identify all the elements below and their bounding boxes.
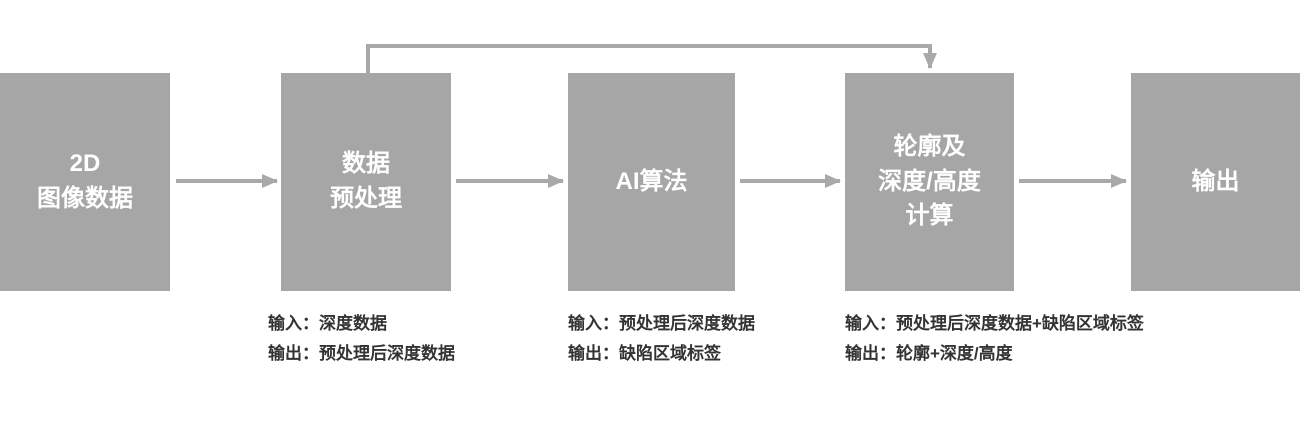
feedback-arrow [366, 44, 937, 73]
annotation-output-line: 输出：轮廓+深度/高度 [845, 344, 1013, 363]
node-output: 输出 [1131, 73, 1300, 291]
annotation-data-preprocessing: 输入：深度数据 输出：预处理后深度数据 [268, 309, 455, 369]
node-2d-image-data: 2D 图像数据 [0, 73, 170, 291]
annotation-input-line: 输入：预处理后深度数据+缺陷区域标签 [845, 314, 1144, 333]
node-ai-algorithm: AI算法 [568, 73, 735, 291]
annotation-input-line: 输入：预处理后深度数据 [568, 314, 755, 333]
node-data-preprocessing: 数据 预处理 [281, 73, 451, 291]
node-contour-depth-height-calc: 轮廓及 深度/高度 计算 [845, 73, 1014, 291]
annotation-output-line: 输出：缺陷区域标签 [568, 344, 721, 363]
annotation-ai-algorithm: 输入：预处理后深度数据 输出：缺陷区域标签 [568, 309, 755, 369]
annotation-contour-depth-height-calc: 输入：预处理后深度数据+缺陷区域标签 输出：轮廓+深度/高度 [845, 309, 1144, 369]
annotation-output-line: 输出：预处理后深度数据 [268, 344, 455, 363]
annotation-input-line: 输入：深度数据 [268, 314, 387, 333]
